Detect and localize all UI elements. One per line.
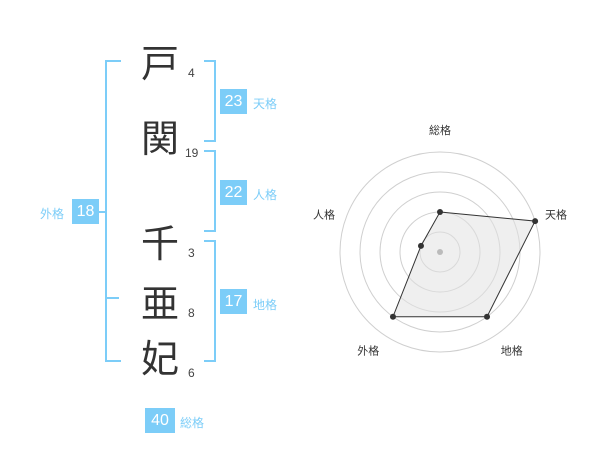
name-char-2: 関: [140, 117, 179, 161]
radar-point-4: [389, 313, 396, 320]
chikaku-label: 地格: [253, 298, 278, 312]
jinkaku-badge: 22: [220, 180, 247, 205]
radar-center-dot: [437, 249, 443, 255]
stroke-count-5: 6: [188, 366, 195, 380]
tenkaku-bracket: [204, 60, 216, 142]
soukaku-badge: 40: [145, 408, 175, 433]
name-char-3: 千: [140, 222, 179, 266]
soukaku-label: 総格: [180, 416, 205, 430]
radar-axis-label-3: 地格: [501, 344, 523, 358]
chikaku-bracket: [204, 240, 216, 362]
jinkaku-bracket: [204, 150, 216, 232]
radar-axis-label-2: 天格: [545, 207, 567, 221]
jinkaku-label: 人格: [253, 188, 278, 202]
radar-axis-label-4: 外格: [357, 344, 379, 358]
gaikaku-badge: 18: [72, 199, 99, 224]
stroke-count-1: 4: [188, 66, 195, 80]
radar-polygon: [392, 211, 536, 318]
radar-ring-5: [339, 151, 541, 353]
chikaku-badge: 17: [220, 289, 247, 314]
gaikaku-connector: [98, 211, 107, 213]
radar-point-3: [484, 313, 491, 320]
radar-shape: [389, 209, 539, 320]
stroke-count-3: 3: [188, 246, 195, 260]
radar-axis-label-5: 人格: [313, 207, 335, 221]
name-char-5: 妃: [140, 337, 179, 381]
stroke-count-2: 19: [185, 146, 199, 160]
tenkaku-badge: 23: [220, 89, 247, 114]
name-char-4: 亜: [140, 282, 179, 326]
gaikaku-bracket-tick: [105, 297, 119, 299]
tenkaku-label: 天格: [253, 97, 278, 111]
stroke-count-4: 8: [188, 306, 195, 320]
radar-axis-label-1: 総格: [429, 123, 451, 137]
gaikaku-label: 外格: [40, 207, 65, 221]
radar-point-1: [437, 209, 443, 215]
radar-point-2: [532, 218, 539, 225]
radar-point-5: [417, 242, 424, 249]
name-char-1: 戸: [140, 42, 179, 86]
